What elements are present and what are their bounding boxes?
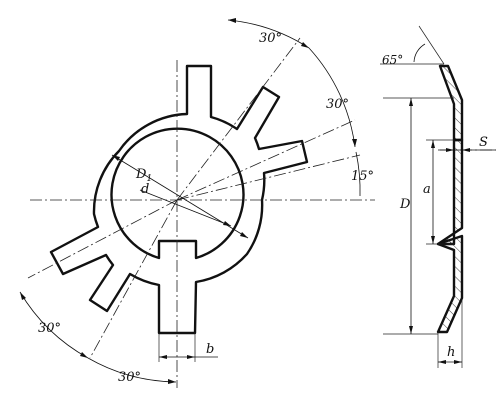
side-view: 65° D a S h	[380, 25, 496, 368]
angle-right-label: 15°	[351, 169, 374, 184]
dim-a-side-label: a	[423, 182, 431, 197]
tab-centerline-30	[176, 37, 301, 201]
dim-d-label: d	[141, 182, 149, 197]
side-section-upper	[438, 64, 464, 142]
angle-arc-lower-left	[19, 291, 89, 359]
washer-outline	[49, 64, 309, 335]
angle-arc-upper-right	[308, 47, 356, 148]
angle-lower-left-label: 30°	[38, 321, 61, 336]
angle-arc-bottom	[87, 357, 177, 383]
angle-upper-right-label: 30°	[326, 97, 349, 112]
angle-bottom-label: 30°	[118, 370, 141, 385]
dim-h-label: h	[447, 345, 455, 360]
side-section-lower	[436, 234, 464, 334]
tab-centerline-75	[176, 154, 361, 201]
dim-S-label: S	[479, 135, 488, 150]
tab-centerline-60	[176, 119, 356, 201]
tab-centerline-240	[89, 199, 178, 359]
angle-arc-right	[355, 151, 361, 197]
dim-b-label: b	[206, 342, 214, 357]
tab-centerline-210	[27, 199, 178, 279]
side-section-middle	[436, 138, 464, 246]
angle-arc-bevel	[413, 43, 426, 63]
angle-bevel-label: 65°	[382, 53, 403, 67]
d-leader	[139, 189, 232, 227]
dim-d1-label: D1	[135, 167, 152, 184]
dim-D-label: D	[399, 197, 411, 212]
front-view: D1 d 30° 30° 15° 30° 30° b	[19, 18, 375, 388]
angle-top-label: 30°	[259, 31, 282, 46]
inner-bore	[110, 127, 245, 260]
